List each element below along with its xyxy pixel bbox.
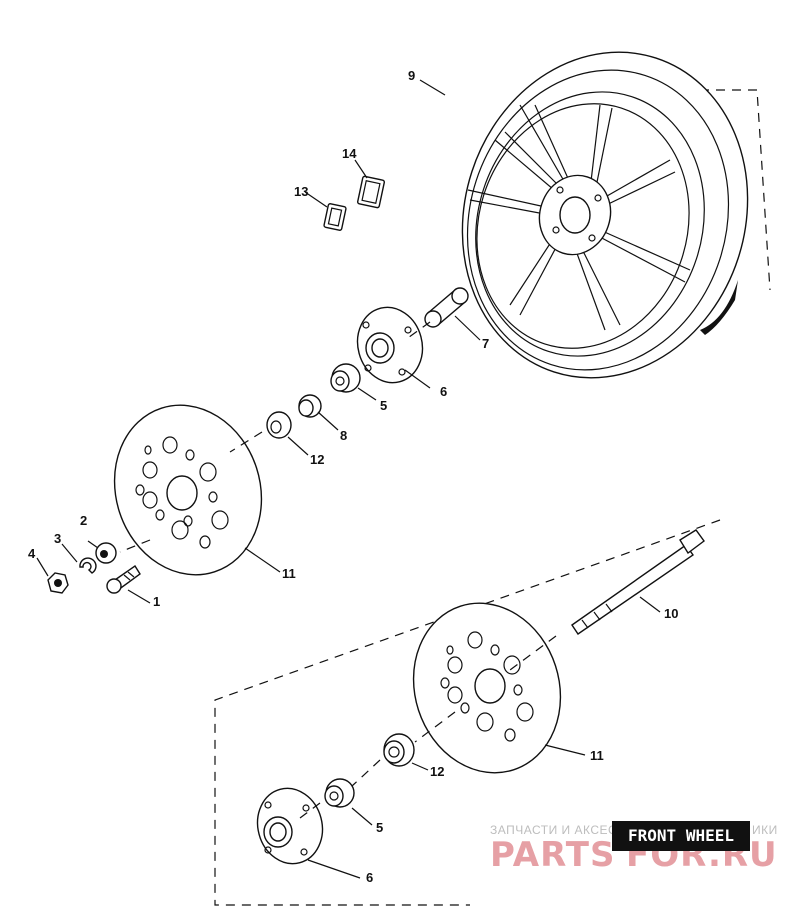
lockwasher-part-3 bbox=[79, 557, 97, 574]
brake-disc-part-11-lower bbox=[412, 602, 562, 774]
brake-disc-part-11-upper bbox=[113, 404, 263, 576]
bolt-part-1 bbox=[106, 565, 141, 594]
spacer-part-12-upper bbox=[266, 411, 292, 439]
label-part-5-upper: 5 bbox=[380, 398, 387, 413]
spacer-part-7 bbox=[424, 287, 469, 328]
label-part-1: 1 bbox=[153, 594, 160, 609]
bearing-part-5-lower bbox=[324, 778, 355, 808]
label-part-13: 13 bbox=[294, 184, 308, 199]
leader-lines bbox=[36, 79, 661, 879]
bearing-part-12-lower bbox=[383, 733, 415, 767]
assembly-axis-lines bbox=[119, 321, 557, 819]
diagram-title-box: FRONT WHEEL bbox=[612, 821, 750, 851]
assembly-dashed-outline bbox=[214, 89, 771, 906]
watermark-logo-a: PARTS bbox=[490, 835, 615, 875]
label-part-11-lower: 11 bbox=[590, 748, 604, 763]
wheel-spokes bbox=[467, 104, 691, 331]
label-part-7: 7 bbox=[482, 336, 489, 351]
label-part-4: 4 bbox=[28, 546, 36, 561]
hub-part-6-upper bbox=[356, 306, 424, 384]
watermark-text-tail: ИКИ bbox=[752, 823, 778, 837]
label-part-8: 8 bbox=[340, 428, 347, 443]
label-part-6-lower: 6 bbox=[366, 870, 373, 885]
label-part-2: 2 bbox=[80, 513, 87, 528]
label-part-12-lower: 12 bbox=[430, 764, 444, 779]
washer-part-2 bbox=[95, 542, 117, 564]
label-part-5-lower: 5 bbox=[376, 820, 383, 835]
axle-part-10 bbox=[571, 529, 705, 635]
diagram-title: FRONT WHEEL bbox=[628, 826, 734, 845]
plate-part-13 bbox=[323, 203, 347, 231]
label-part-12-upper: 12 bbox=[310, 452, 324, 467]
label-part-3: 3 bbox=[54, 531, 61, 546]
nut-part-4 bbox=[47, 572, 69, 594]
wheel-rim-part-9 bbox=[461, 51, 749, 379]
seal-part-8 bbox=[298, 394, 322, 418]
bearing-part-5-upper bbox=[330, 363, 361, 393]
plate-part-14 bbox=[357, 175, 385, 209]
label-part-10: 10 bbox=[664, 606, 678, 621]
label-part-9: 9 bbox=[408, 68, 415, 83]
label-part-11-upper: 11 bbox=[282, 566, 296, 581]
label-part-14: 14 bbox=[342, 146, 357, 161]
label-part-6-upper: 6 bbox=[440, 384, 447, 399]
hub-part-6-lower bbox=[256, 787, 324, 865]
watermark-text: ЗАПЧАСТИ И АКСЕС bbox=[490, 823, 617, 837]
watermark: ЗАПЧАСТИ И АКСЕС ИКИ PARTS FOR.RU bbox=[490, 823, 778, 875]
